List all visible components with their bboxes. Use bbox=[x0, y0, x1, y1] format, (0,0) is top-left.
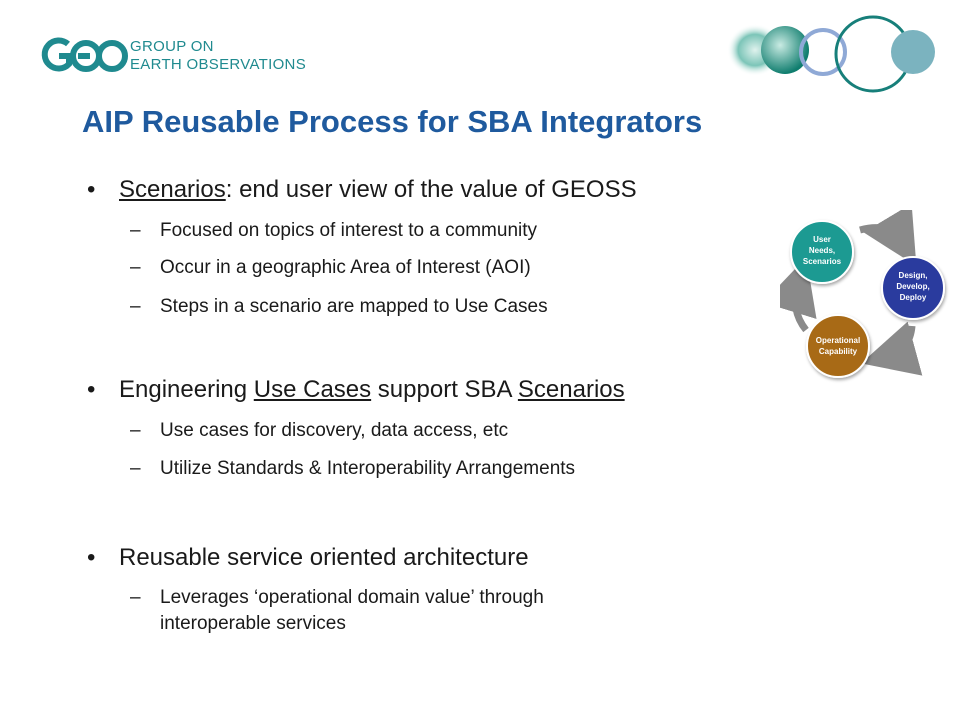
bullet-text-prefix: Engineering bbox=[119, 376, 254, 403]
slide-title: AIP Reusable Process for SBA Integrators bbox=[82, 104, 703, 139]
sub-bullet-text-line-1: Leverages ‘operational domain value’ thr… bbox=[160, 587, 544, 608]
sub-bullet-text: Utilize Standards & Interoperability Arr… bbox=[160, 458, 576, 479]
cycle-arrow-2-icon bbox=[860, 321, 923, 376]
sub-bullet-text: Focused on topics of interest to a commu… bbox=[160, 220, 538, 241]
logo-line-2: EARTH OBSERVATIONS bbox=[130, 56, 306, 73]
node-label-line: Scenarios bbox=[803, 257, 842, 266]
sub-bullet-text: Steps in a scenario are mapped to Use Ca… bbox=[160, 296, 548, 317]
dash-icon: – bbox=[130, 420, 141, 441]
dash-icon: – bbox=[130, 458, 141, 479]
dash-icon: – bbox=[130, 220, 141, 241]
dash-icon: – bbox=[130, 257, 141, 278]
dash-icon: – bbox=[130, 587, 141, 608]
logo-line-1: GROUP ON bbox=[130, 38, 214, 55]
bullet-text: Engineering Use Cases support SBA Scenar… bbox=[119, 376, 625, 404]
underlined-term: Scenarios bbox=[517, 376, 625, 403]
underlined-term: Use Cases bbox=[253, 376, 372, 403]
cycle-arrow-1-icon bbox=[859, 210, 917, 267]
node-label-line: Capability bbox=[819, 347, 858, 356]
node-label-line: Operational bbox=[816, 336, 860, 345]
bullet-text: Scenarios: end user view of the value of… bbox=[119, 176, 637, 204]
underlined-term: Scenarios bbox=[119, 176, 226, 203]
bullet-dot-icon: • bbox=[87, 544, 96, 571]
cycle-node-operational-capability: Operational Capability bbox=[806, 314, 870, 378]
bullet-text: Reusable service oriented architecture bbox=[119, 544, 529, 571]
bullet-dot-icon: • bbox=[87, 176, 96, 203]
cycle-node-user-needs: User Needs, Scenarios bbox=[790, 220, 854, 284]
node-label-line: Design, bbox=[899, 271, 928, 280]
cycle-arrow-3-icon bbox=[780, 257, 817, 333]
sub-bullet-text: Use cases for discovery, data access, et… bbox=[160, 420, 509, 441]
node-label-line: User bbox=[813, 235, 831, 244]
bullet-dot-icon: • bbox=[87, 376, 96, 403]
sub-bullet-text: Occur in a geographic Area of Interest (… bbox=[160, 257, 531, 278]
cycle-node-design-develop-deploy: Design, Develop, Deploy bbox=[881, 256, 945, 320]
bullet-text-rest: : end user view of the value of GEOSS bbox=[225, 176, 637, 203]
decorative-circles-icon bbox=[727, 15, 935, 93]
node-label-line: Deploy bbox=[900, 293, 927, 302]
bullet-text-mid: support SBA bbox=[371, 376, 518, 403]
process-cycle-diagram: User Needs, Scenarios Design, Develop, D… bbox=[780, 210, 945, 378]
node-label-line: Needs, bbox=[809, 246, 835, 255]
logo-wordmark: GROUP ON EARTH OBSERVATIONS bbox=[130, 38, 330, 74]
geo-logo-mark-icon bbox=[41, 37, 128, 72]
node-label-line: Develop, bbox=[896, 282, 929, 291]
sub-bullet-text-line-2: interoperable services bbox=[160, 613, 346, 634]
dash-icon: – bbox=[130, 296, 141, 317]
